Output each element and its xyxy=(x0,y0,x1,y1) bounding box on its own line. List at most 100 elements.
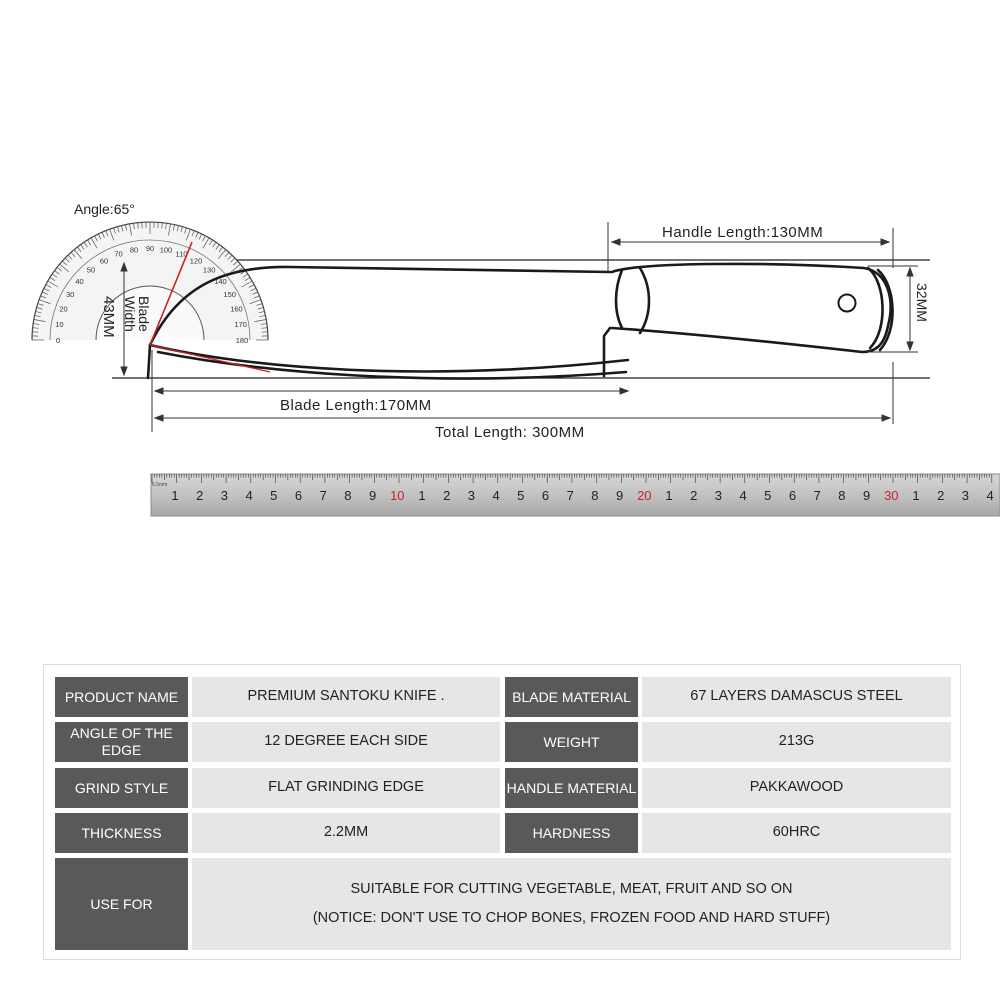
total-length-label: Total Length: 300MM xyxy=(435,424,585,441)
angle-label: Angle:65° xyxy=(74,201,135,217)
protractor-tick xyxy=(161,222,163,229)
protractor-tick xyxy=(34,315,41,318)
protractor-tick xyxy=(202,237,210,249)
ruler-digit: 10 xyxy=(390,488,404,503)
protractor-tick xyxy=(172,224,175,231)
ruler-digit: 8 xyxy=(838,488,845,503)
protractor-tick xyxy=(261,327,268,329)
protractor-tick xyxy=(59,263,70,273)
ruler-digit: 9 xyxy=(616,488,623,503)
protractor-label: 0 xyxy=(56,336,60,345)
bolster-curve-2 xyxy=(638,266,651,335)
protractor-tick xyxy=(40,295,47,299)
ruler-digit: 20 xyxy=(637,488,651,503)
protractor-tick xyxy=(252,291,258,295)
protractor-tick xyxy=(250,287,257,292)
ruler-digit: 3 xyxy=(468,488,475,503)
protractor-label: 10 xyxy=(55,320,63,329)
protractor-tick xyxy=(260,323,267,325)
protractor-tick xyxy=(176,225,179,232)
use-for-line1: SUITABLE FOR CUTTING VEGETABLE, MEAT, FR… xyxy=(350,880,793,897)
ruler-digit: 4 xyxy=(245,488,252,503)
blade-length-label: Blade Length:170MM xyxy=(280,397,432,414)
protractor-label: 110 xyxy=(175,250,187,259)
ruler-digit: 7 xyxy=(320,488,327,503)
protractor-tick xyxy=(242,273,249,278)
ruler-digit: 5 xyxy=(270,488,277,503)
protractor-label: 50 xyxy=(87,266,95,275)
protractor-tick xyxy=(33,319,46,322)
protractor-tick xyxy=(105,230,109,237)
protractor-tick xyxy=(49,277,56,281)
protractor-tick xyxy=(43,287,50,292)
ruler-digit: 2 xyxy=(443,488,450,503)
protractor-tick xyxy=(259,315,266,318)
spec-label: HARDNESS xyxy=(505,813,638,853)
spec-value: 67 LAYERS DAMASCUS STEEL xyxy=(642,677,951,717)
ruler-digit: 7 xyxy=(567,488,574,503)
protractor-label: 140 xyxy=(214,277,227,286)
protractor-tick xyxy=(165,223,167,230)
bolster-curve xyxy=(614,268,624,330)
spec-label: HANDLE MATERIAL xyxy=(505,768,638,808)
spec-value: 60HRC xyxy=(642,813,951,853)
protractor-tick xyxy=(90,237,98,249)
protractor-tick xyxy=(117,226,120,233)
protractor-tick xyxy=(184,227,187,234)
ruler-digit: 8 xyxy=(591,488,598,503)
protractor-tick xyxy=(101,232,105,238)
ruler-digit: 7 xyxy=(814,488,821,503)
protractor-tick xyxy=(202,235,206,242)
protractor-tick xyxy=(230,263,241,273)
ruler-unit-label: 6.5mm xyxy=(152,482,167,488)
blade-width-value-label: 43MM xyxy=(100,296,117,338)
ruler-digit: 3 xyxy=(962,488,969,503)
blade-width-word-1: Blade xyxy=(136,296,152,332)
ruler-digit: 6 xyxy=(542,488,549,503)
protractor-tick xyxy=(113,227,116,234)
ruler-digit: 1 xyxy=(665,488,672,503)
protractor-tick xyxy=(67,254,73,260)
protractor-tick xyxy=(232,260,238,266)
ruler-digit: 4 xyxy=(492,488,499,503)
knife-outline xyxy=(146,262,894,380)
ruler-digit: 1 xyxy=(912,488,919,503)
blade-edge xyxy=(148,343,630,373)
spec-label: GRIND STYLE xyxy=(55,768,188,808)
protractor-tick xyxy=(94,235,98,242)
protractor-tick xyxy=(133,223,135,230)
protractor-tick xyxy=(241,280,253,288)
protractor-tick xyxy=(54,270,60,275)
ruler-digit: 30 xyxy=(884,488,898,503)
spec-label: ANGLE OF THE EDGE xyxy=(55,722,188,762)
protractor-tick xyxy=(45,284,52,288)
protractor-tick xyxy=(62,260,68,266)
protractor-label: 100 xyxy=(160,245,173,254)
protractor-tick xyxy=(215,244,220,250)
protractor-tick xyxy=(249,299,262,305)
use-for-line2: (NOTICE: DON'T USE TO CHOP BONES, FROZEN… xyxy=(312,910,831,926)
protractor-tick xyxy=(109,228,115,241)
spec-value: 12 DEGREE EACH SIDE xyxy=(192,722,500,762)
protractor-tick xyxy=(125,224,128,231)
spec-value: 213G xyxy=(642,722,951,762)
spec-label: WEIGHT xyxy=(505,722,638,762)
protractor-tick xyxy=(73,249,83,260)
protractor-label: 170 xyxy=(234,320,247,329)
protractor-tick xyxy=(191,230,195,237)
protractor-tick xyxy=(195,232,199,238)
bolster-heel xyxy=(602,326,612,378)
handle-length-label: Handle Length:130MM xyxy=(662,224,823,241)
protractor-tick xyxy=(32,327,39,329)
protractor-tick xyxy=(137,222,139,229)
protractor-label: 60 xyxy=(100,256,108,265)
spec-value: FLAT GRINDING EDGE xyxy=(192,768,500,808)
ruler-digit: 9 xyxy=(863,488,870,503)
protractor-tick xyxy=(97,233,102,240)
protractor-tick xyxy=(36,307,43,310)
ruler-digit: 6 xyxy=(295,488,302,503)
protractor-label: 150 xyxy=(223,290,236,299)
ruler-digit: 6 xyxy=(789,488,796,503)
use-for-value: SUITABLE FOR CUTTING VEGETABLE, MEAT, FR… xyxy=(192,858,951,950)
